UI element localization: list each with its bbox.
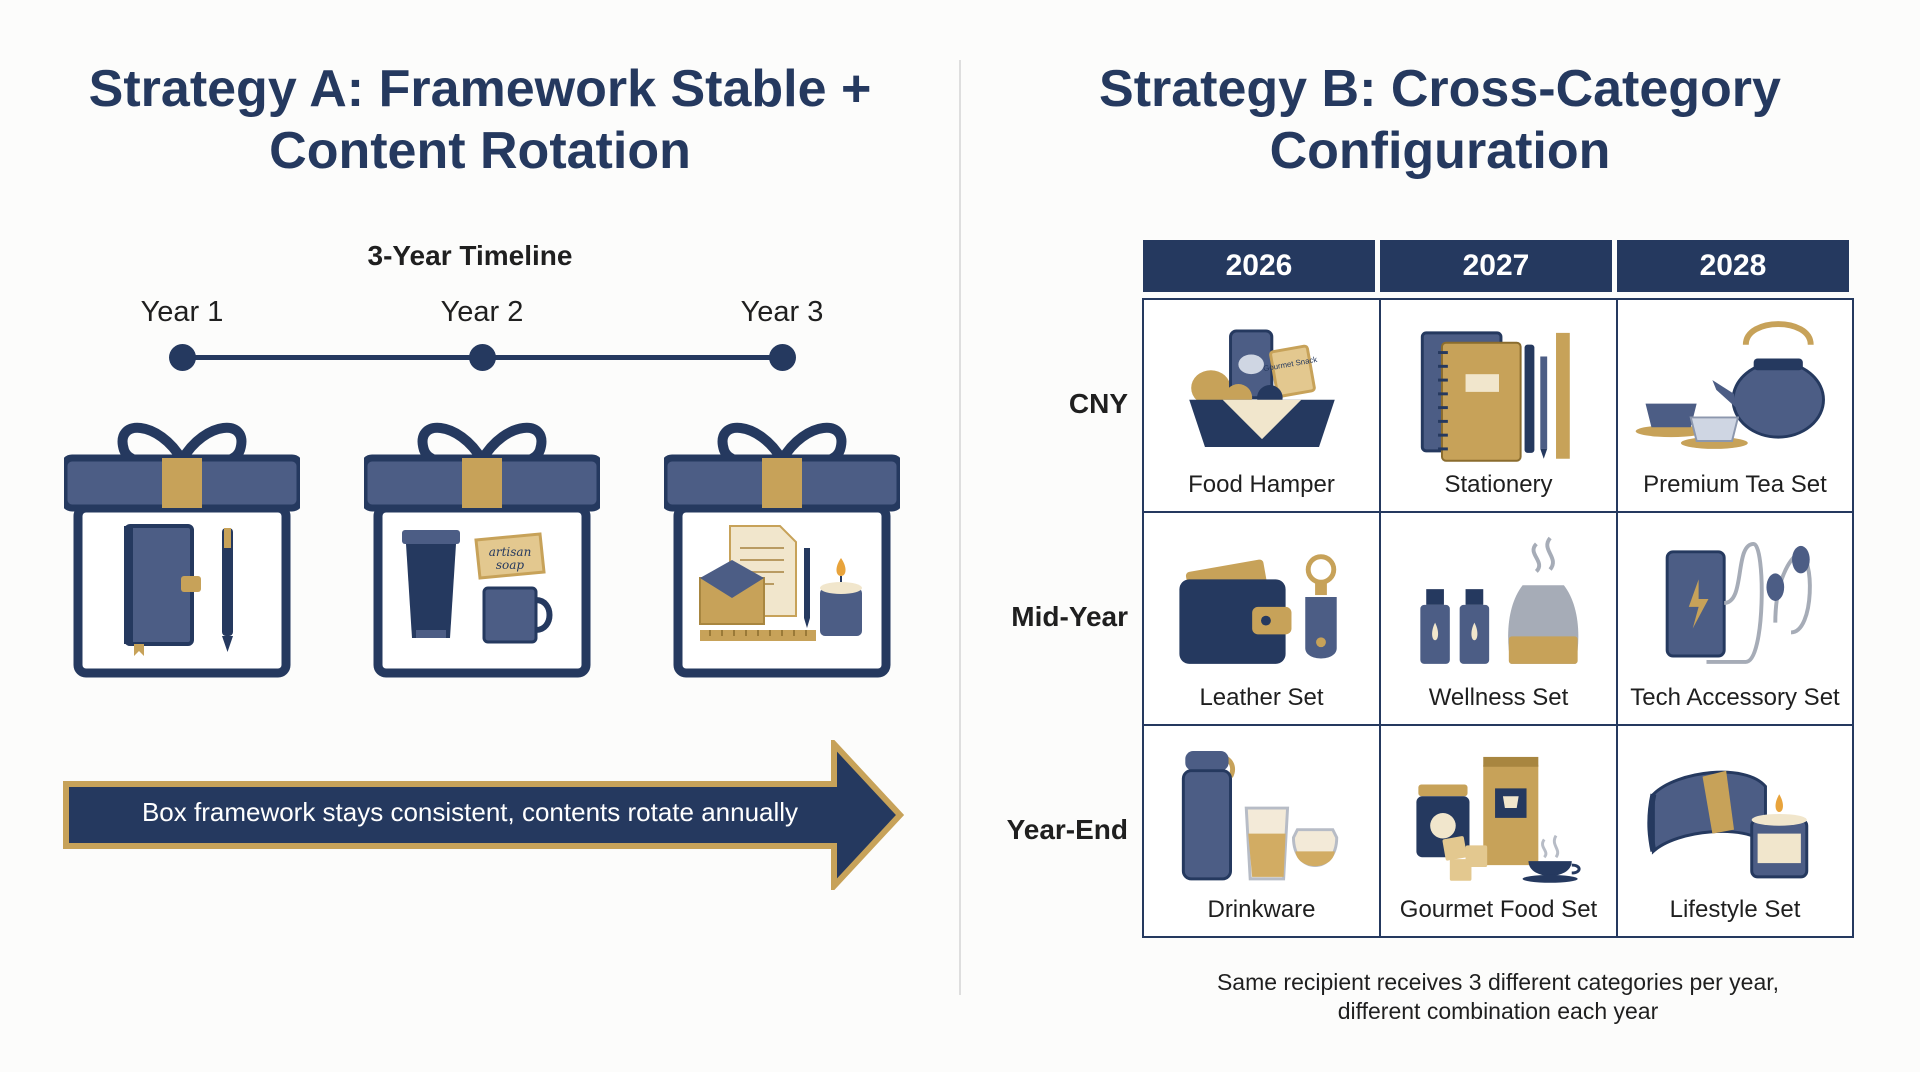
- cell-cny-2027: Stationery: [1379, 298, 1618, 513]
- cell-year-end-2026: Drinkware: [1142, 724, 1381, 938]
- panel-divider: [959, 60, 961, 995]
- notebook-icon: [124, 524, 201, 656]
- oil-bottle-icon: [1420, 589, 1450, 664]
- soap-label-line1: artisan: [489, 545, 532, 559]
- cell-label: Leather Set: [1199, 684, 1324, 711]
- ruler-icon: [700, 630, 816, 641]
- drinkware-icon: [1181, 751, 1339, 881]
- configuration-grid: Gourmet Snack Food Hamper: [1142, 298, 1854, 938]
- mug-icon: [482, 586, 553, 644]
- strategy-b-panel: Strategy B: Cross-Category Configuration…: [960, 0, 1920, 1072]
- gourmet-food-icon: [1416, 756, 1581, 883]
- pen-icon: [222, 528, 233, 652]
- year-1-label: Year 1: [140, 296, 224, 328]
- cell-mid-year-2027: Wellness Set: [1379, 511, 1618, 726]
- candle-icon: [1750, 794, 1809, 879]
- timeline-dot-2: [469, 344, 496, 371]
- pen-icon: [804, 548, 810, 628]
- row-label-mid-year: Mid-Year: [1011, 601, 1128, 632]
- blanket-candle-icon: [1647, 770, 1809, 879]
- gift-box-year-1: [64, 422, 300, 678]
- column-header-2027: 2027: [1380, 240, 1612, 292]
- cell-cny-2026: Gourmet Snack Food Hamper: [1142, 298, 1381, 513]
- cell-cny-2028: Premium Tea Set: [1616, 298, 1854, 513]
- cell-label: Drinkware: [1207, 896, 1316, 923]
- envelope-icon: [699, 560, 765, 625]
- cell-label: Premium Tea Set: [1643, 471, 1827, 498]
- footnote-line1: Same recipient receives 3 different cate…: [1216, 969, 1780, 995]
- timeline-dot-1: [169, 344, 196, 371]
- strategy-a-title-line2: Content Rotation: [269, 122, 691, 180]
- strategy-a-title: Strategy A: Framework Stable + Content R…: [0, 58, 960, 182]
- column-header-2026: 2026: [1143, 240, 1375, 292]
- strategy-a-panel: Strategy A: Framework Stable + Content R…: [0, 58, 960, 890]
- timeline-title: 3-Year Timeline: [367, 240, 573, 271]
- strategy-b-title-line1: Strategy B: Cross-Category: [1099, 60, 1781, 118]
- power-bank-icon: [1665, 541, 1812, 664]
- leather-wallet-icon: [1179, 554, 1337, 664]
- cell-label: Tech Accessory Set: [1630, 684, 1840, 711]
- oil-bottle-icon: [1459, 589, 1490, 664]
- cell-label: Gourmet Food Set: [1399, 896, 1598, 923]
- strategy-b-title-line2: Configuration: [1269, 122, 1611, 180]
- footnote-line2: different combination each year: [1337, 998, 1659, 1024]
- cell-year-end-2027: Gourmet Food Set: [1379, 724, 1618, 938]
- food-hamper-icon: Gourmet Snack: [1189, 329, 1335, 447]
- cell-label: Lifestyle Set: [1669, 896, 1801, 923]
- strategy-b-title: Strategy B: Cross-Category Configuration: [960, 58, 1920, 182]
- cell-label: Food Hamper: [1188, 471, 1335, 498]
- row-label-year-end: Year-End: [1006, 814, 1128, 845]
- banner-text: Box framework stays consistent, contents…: [141, 797, 799, 827]
- diffuser-icon: [1420, 536, 1579, 664]
- soap-icon: artisan soap: [474, 532, 546, 580]
- year-2-label: Year 2: [440, 296, 524, 328]
- row-label-cny: CNY: [1068, 388, 1128, 419]
- cell-mid-year-2028: Tech Accessory Set: [1616, 511, 1854, 726]
- stationery-icon: [1420, 331, 1570, 462]
- column-header-2028: 2028: [1617, 240, 1849, 292]
- cell-label: Wellness Set: [1428, 684, 1569, 711]
- timeline-dot-3: [769, 344, 796, 371]
- gift-box-year-2: artisan soap: [364, 422, 600, 678]
- candle-icon: [820, 558, 862, 636]
- tea-set-icon: [1635, 321, 1825, 449]
- cell-year-end-2028: Lifestyle Set: [1616, 724, 1854, 938]
- strategy-a-title-line1: Strategy A: Framework Stable +: [88, 60, 872, 118]
- soap-label-line2: soap: [496, 558, 525, 572]
- banner-arrow: [63, 740, 904, 890]
- cell-mid-year-2026: Leather Set: [1142, 511, 1381, 726]
- footnote: Same recipient receives 3 different cate…: [1142, 968, 1854, 1026]
- gift-box-year-3: [664, 422, 900, 678]
- tumbler-icon: [402, 530, 460, 638]
- year-3-label: Year 3: [740, 296, 824, 328]
- cell-label: Stationery: [1444, 471, 1553, 498]
